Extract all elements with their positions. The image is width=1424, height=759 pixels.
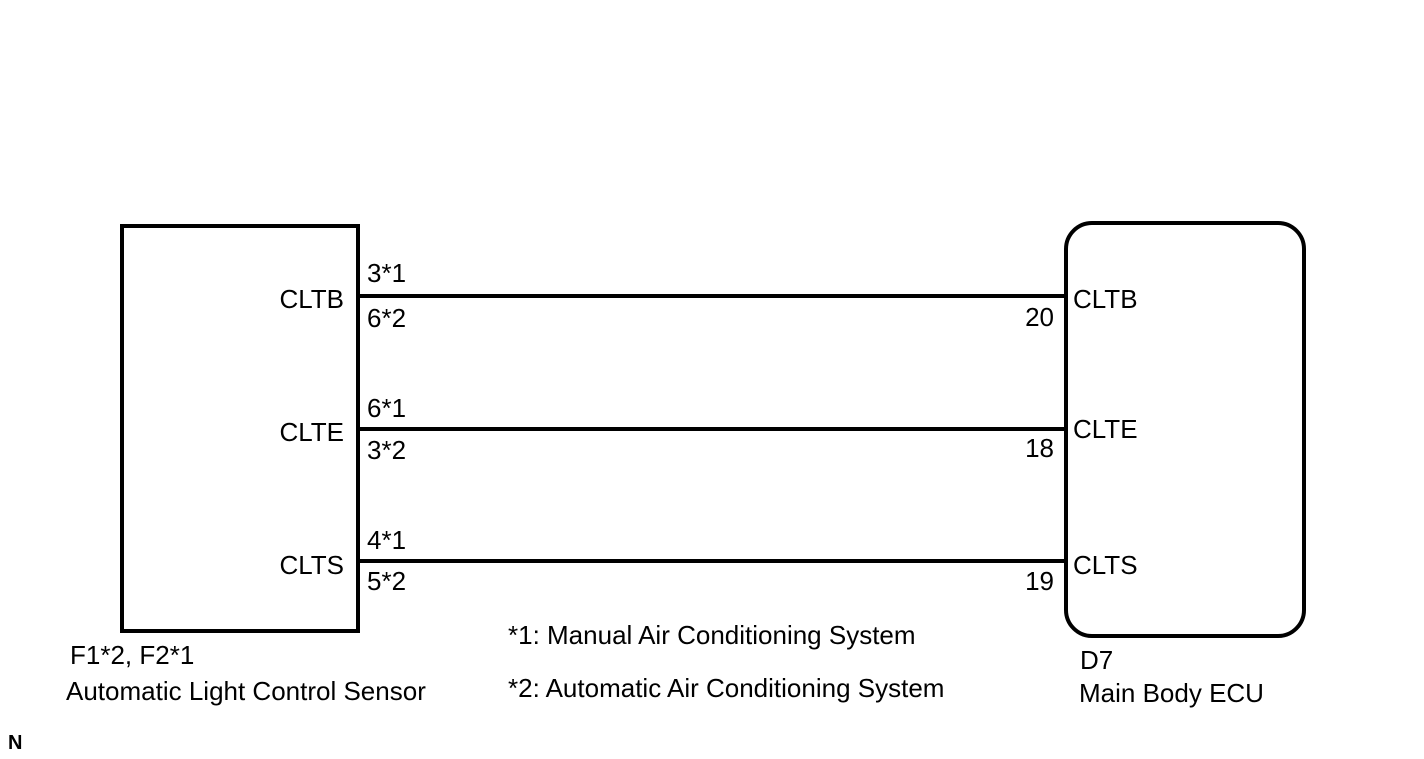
footnote: *1: Manual Air Conditioning System [508, 620, 916, 650]
left-pin-number: 4*1 [367, 525, 407, 555]
right-pin-label: CLTB [1073, 284, 1138, 314]
right-component-name: Main Body ECU [1079, 678, 1264, 708]
left-pin-number: 6*1 [367, 393, 407, 423]
right-pin-number: 20 [1025, 302, 1054, 332]
left-connector-code: F1*2, F2*1 [70, 640, 195, 670]
right-pin-number: 19 [1025, 566, 1054, 596]
corner-mark: N [8, 732, 23, 754]
right-pin-label: CLTS [1073, 550, 1138, 580]
left-pin-number: 3*1 [367, 258, 407, 288]
left-component-name: Automatic Light Control Sensor [66, 676, 426, 706]
right-pin-label: CLTE [1073, 414, 1138, 444]
footnote: *2: Automatic Air Conditioning System [508, 673, 945, 703]
left-pin-label: CLTS [279, 550, 344, 580]
left-pin-number: 3*2 [367, 435, 407, 465]
left-pin-number: 6*2 [367, 303, 407, 333]
left-pin-label: CLTE [279, 417, 344, 447]
right-pin-number: 18 [1025, 433, 1054, 463]
left-pin-number: 5*2 [367, 566, 407, 596]
right-connector-code: D7 [1080, 645, 1114, 675]
left-pin-label: CLTB [279, 284, 344, 314]
